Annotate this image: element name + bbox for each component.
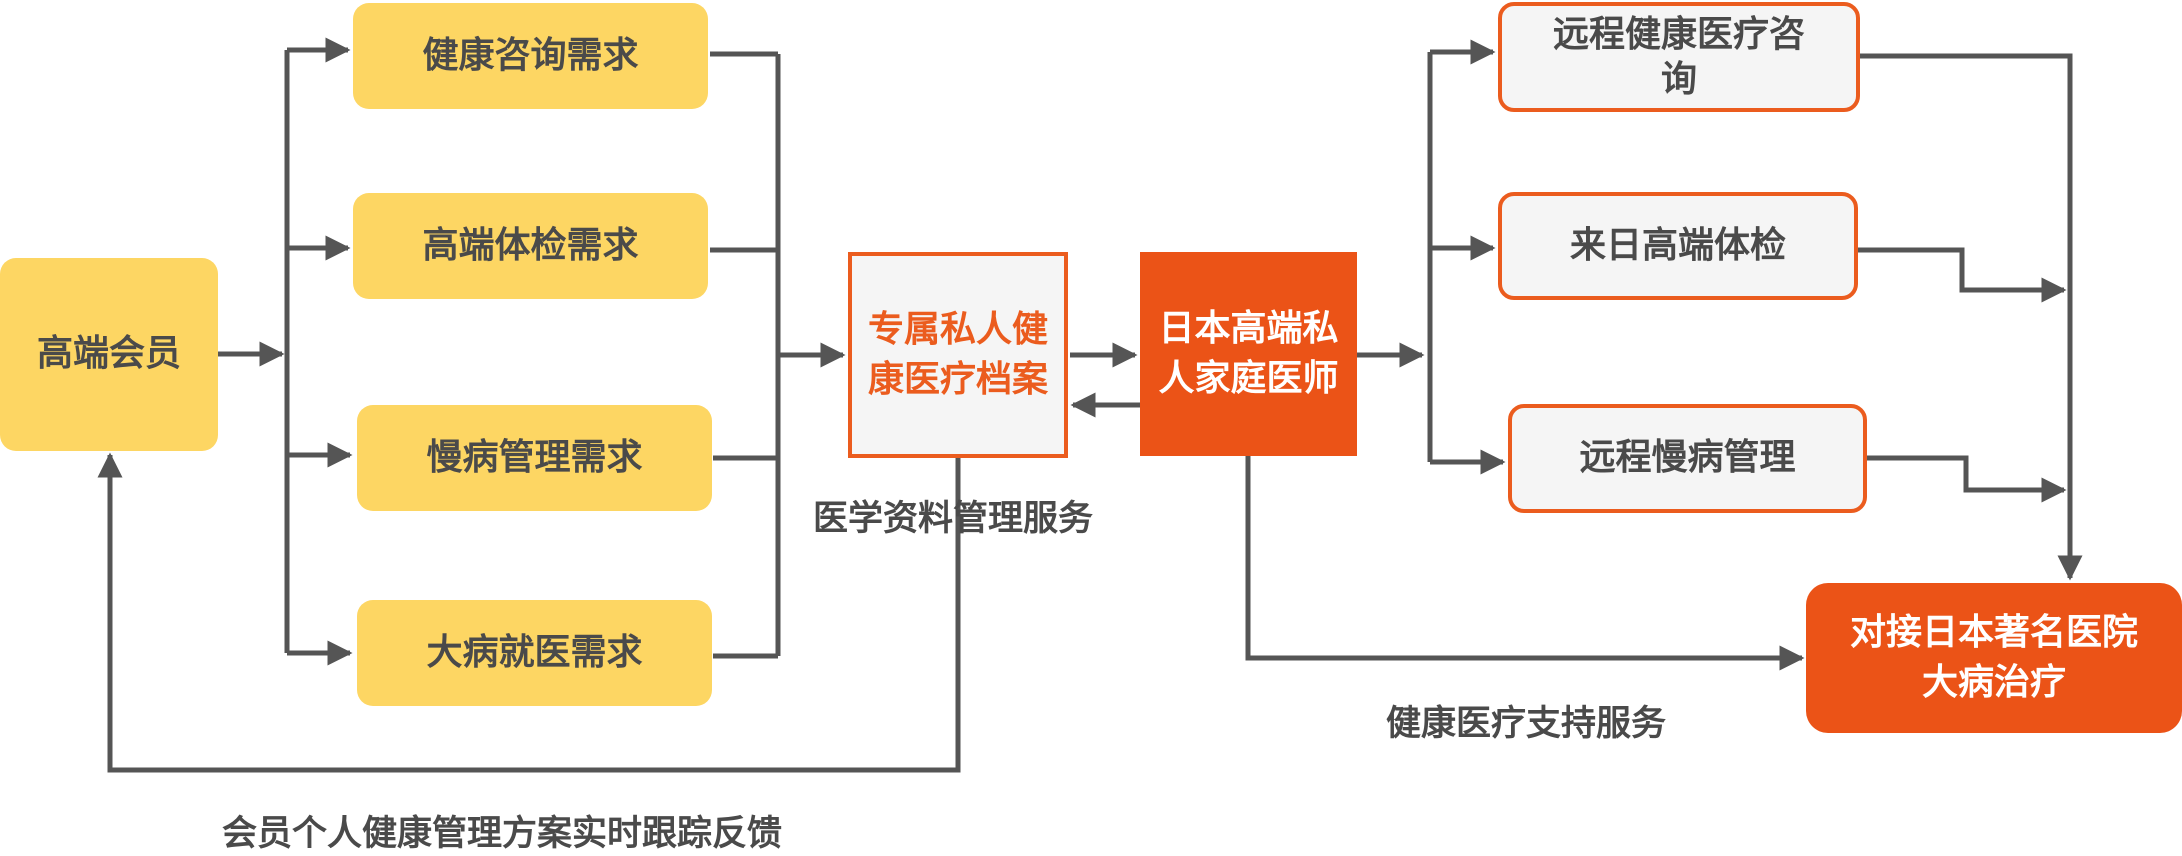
label-medical-records: 医学资料管理服务 [813, 499, 1094, 539]
node-need-checkup: 高端体检需求 [353, 193, 708, 299]
node-need-consult: 健康咨询需求 [353, 3, 708, 109]
node-doctor: 日本高端私人家庭医师 [1140, 252, 1357, 456]
node-hospital: 对接日本著名医院大病治疗 [1806, 583, 2182, 733]
label-feedback: 会员个人健康管理方案实时跟踪反馈 [222, 814, 783, 854]
node-need-chronic: 慢病管理需求 [357, 405, 712, 511]
label-support-service: 健康医疗支持服务 [1386, 704, 1667, 744]
remote-consult-text: 远程健康医疗咨询 [1552, 14, 1805, 100]
doctor-to-hospital [1245, 456, 1805, 671]
feedback-loop [97, 452, 961, 773]
doctor-text: 日本高端私人家庭医师 [1158, 307, 1339, 399]
node-need-major: 大病就医需求 [357, 600, 712, 706]
archive-text: 专属私人健康医疗档案 [868, 308, 1049, 400]
hospital-text: 对接日本著名医院大病治疗 [1849, 611, 2138, 703]
node-japan-checkup: 来日高端体检 [1498, 192, 1858, 300]
node-remote-consult: 远程健康医疗咨询 [1498, 2, 1860, 112]
node-remote-chronic: 远程慢病管理 [1508, 404, 1867, 513]
remote-chronic-to-trunk [1867, 455, 2067, 503]
japan-checkup-to-trunk [1858, 247, 2067, 303]
remote-consult-to-hospital [1860, 53, 2083, 581]
node-member: 高端会员 [0, 258, 218, 451]
node-archive: 专属私人健康医疗档案 [848, 252, 1068, 458]
